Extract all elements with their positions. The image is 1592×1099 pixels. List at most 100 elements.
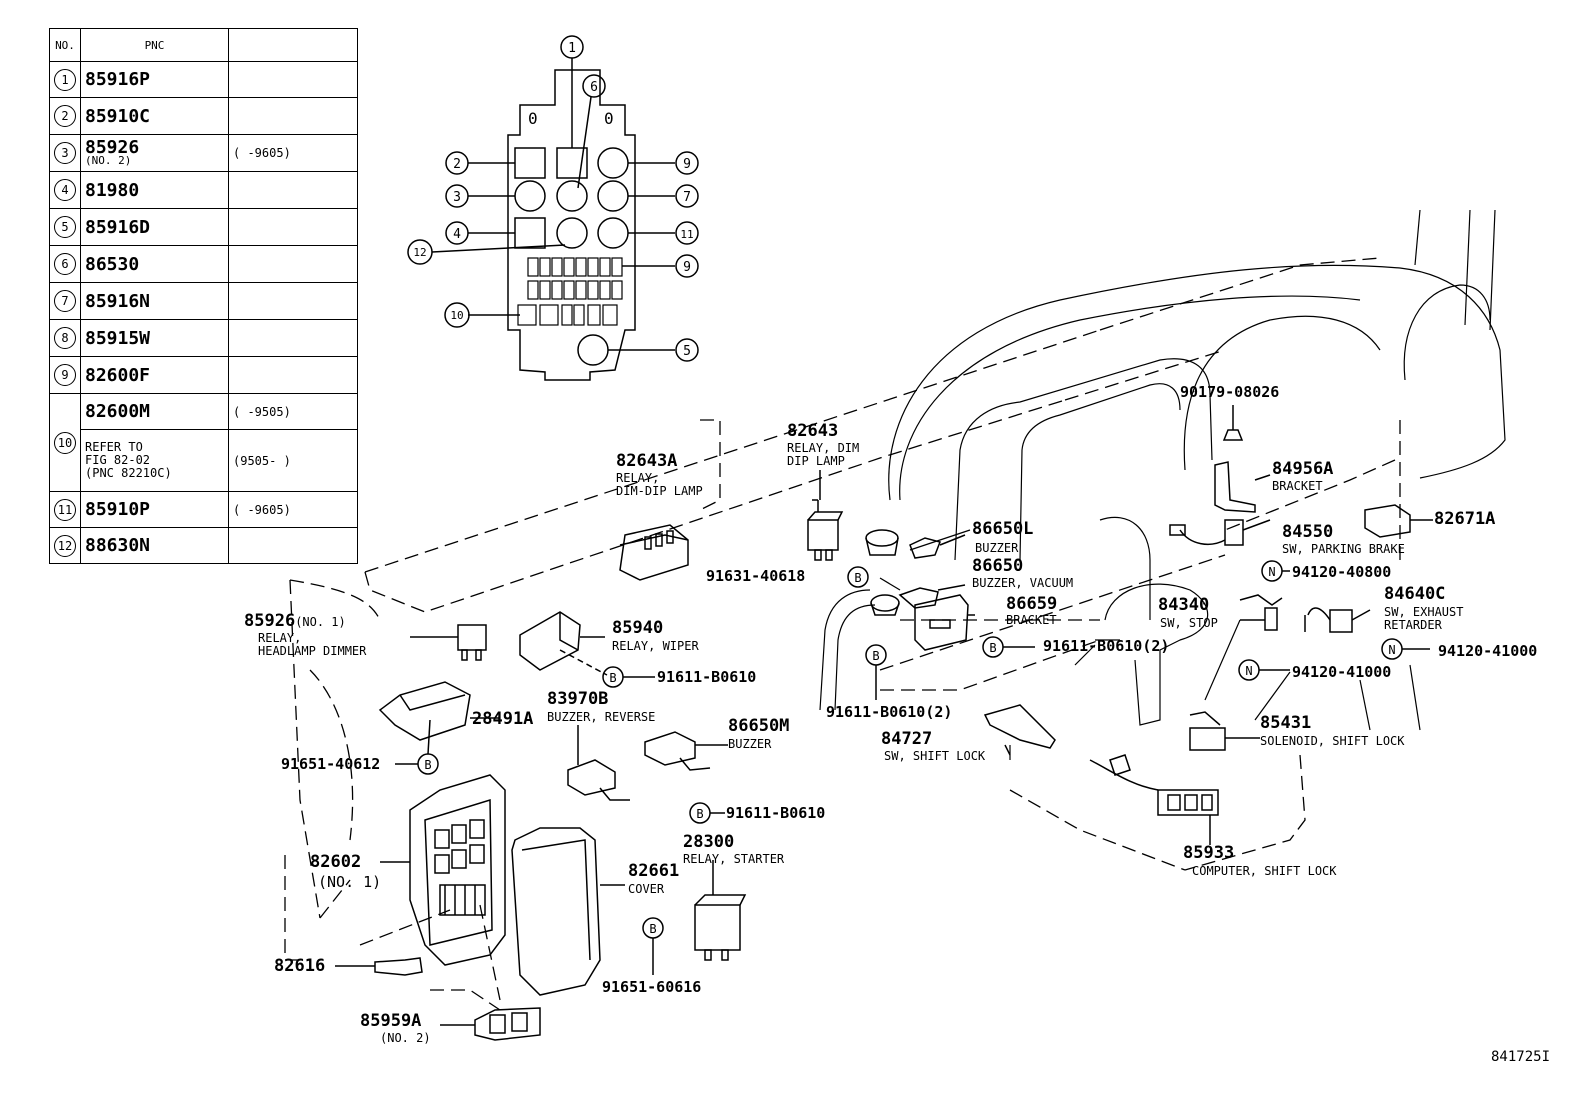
part-number-85933: 85933: [1183, 843, 1235, 863]
part-number-82643A: 82643A: [616, 451, 678, 471]
part-number-85926-sub: (NO. 1): [295, 615, 346, 629]
part-number-91651-40612: 91651-40612: [281, 755, 381, 773]
part-28300-drawing: [694, 860, 747, 961]
remark-value: (9505- ): [228, 429, 358, 492]
table-row: 2 85910C: [49, 97, 358, 135]
part-84340-drawing: [1239, 594, 1283, 631]
pnc-value: 85926: [85, 137, 140, 158]
part-85431-drawing: [1189, 711, 1260, 751]
part-desc-84956A: BRACKET: [1272, 479, 1323, 493]
part-82643A-drawing: [619, 524, 689, 581]
bolt-marker: B: [649, 922, 656, 936]
callout-9-lower: 9: [683, 260, 691, 275]
row-number: 10: [54, 431, 76, 454]
part-desc-84640C: SW, EXHAUST RETARDER: [1384, 605, 1464, 632]
part-sub-82602: (NO. 1): [318, 873, 382, 891]
row-number: 3: [54, 142, 76, 164]
table-row: 5 85916D: [49, 208, 358, 246]
callout-6: 6: [590, 80, 598, 95]
row-number: 5: [54, 216, 76, 238]
bolt-marker: B: [989, 641, 996, 655]
bolt-marker: B: [696, 807, 703, 821]
part-82616-drawing: [335, 957, 423, 976]
part-number-28491A: 28491A: [472, 709, 534, 729]
refer-line: (PNC 82210C): [85, 466, 172, 480]
part-number-85959A: 85959A: [360, 1011, 422, 1031]
part-85940-drawing: [519, 611, 608, 676]
part-desc-86650L: BUZZER: [975, 541, 1019, 555]
part-90179-drawing: [1222, 405, 1244, 441]
part-number-83970B: 83970B: [547, 689, 609, 709]
row-number: 7: [54, 290, 76, 312]
part-desc-86650M: BUZZER: [728, 737, 772, 751]
part-desc-84727: SW, SHIFT LOCK: [884, 749, 986, 763]
row-number: 6: [54, 253, 76, 275]
part-number-84640C: 84640C: [1384, 584, 1446, 604]
row-number: 2: [54, 105, 76, 127]
part-82602-drawing: [380, 774, 506, 966]
pnc-value: 85910P: [80, 491, 229, 528]
remark-value: [228, 527, 358, 564]
part-desc-84340: SW, STOP: [1160, 616, 1218, 630]
part-desc-84550: SW, PARKING BRAKE: [1282, 542, 1405, 556]
relay-block-zero: 0: [528, 109, 538, 128]
part-number-28300: 28300: [683, 832, 735, 852]
part-number-94120-40800: 94120-40800: [1292, 563, 1392, 581]
part-desc-82643A: RELAY, DIM-DIP LAMP: [616, 471, 703, 498]
callout-4: 4: [453, 227, 461, 242]
bolt-marker: B: [424, 758, 431, 772]
row-number: 8: [54, 327, 76, 349]
part-number-84727: 84727: [881, 729, 933, 749]
nut-marker: N: [1268, 565, 1275, 579]
part-number-86659: 86659: [1006, 594, 1058, 614]
part-number-85940: 85940: [612, 618, 664, 638]
part-number-85926-code: 85926: [244, 611, 296, 631]
pnc-table: NO. PNC 1 85916P 2 85910C 3 85926(NO. 2)…: [49, 28, 358, 564]
callout-5: 5: [683, 344, 691, 359]
part-sub-85959A: (NO. 2): [380, 1031, 431, 1045]
table-row: 6 86530: [49, 245, 358, 283]
relay-block: 0 0: [431, 58, 675, 381]
col-header-pnc: PNC: [80, 28, 229, 62]
part-number-90179-08026: 90179-08026: [1180, 383, 1280, 401]
remark-value: ( -9505): [228, 393, 358, 430]
pnc-value: 85910C: [80, 97, 229, 135]
table-row: 7 85916N: [49, 282, 358, 320]
part-86659-drawing: [914, 594, 975, 651]
part-number-84550: 84550: [1282, 522, 1334, 542]
callout-7: 7: [683, 190, 691, 205]
part-number-84340: 84340: [1158, 595, 1210, 615]
part-number-82616: 82616: [274, 956, 326, 976]
part-desc-83970B: BUZZER, REVERSE: [547, 710, 656, 724]
part-desc-85933: COMPUTER, SHIFT LOCK: [1192, 864, 1337, 878]
table-row: 4 81980: [49, 171, 358, 209]
part-number-86650M: 86650M: [728, 716, 790, 736]
nut-marker: N: [1388, 643, 1395, 657]
part-number-82661: 82661: [628, 861, 680, 881]
part-number-91631-40618: 91631-40618: [706, 567, 806, 585]
leader-lines: [879, 529, 1421, 760]
part-desc-85431: SOLENOID, SHIFT LOCK: [1260, 734, 1405, 748]
part-desc-86659: BRACKET: [1006, 613, 1057, 627]
part-82643-drawing: [807, 470, 844, 561]
part-number-91611-B0610-b: 91611-B0610: [726, 804, 826, 822]
table-row: REFER TO FIG 82-02 (PNC 82210C) (9505- ): [50, 429, 358, 492]
part-desc-82661: COVER: [628, 882, 665, 896]
part-86650M-drawing: [644, 731, 728, 771]
table-row: 10 82600M ( -9505): [49, 393, 358, 492]
part-desc-85926: RELAY, HEADLAMP DIMMER: [258, 631, 367, 658]
pnc-sub: (NO. 2): [85, 154, 132, 167]
row-number: 9: [54, 364, 76, 386]
pnc-value: 82600M: [80, 393, 229, 430]
part-82671A-drawing: [1364, 504, 1433, 538]
col-header-remark: [228, 28, 358, 62]
part-84956A-drawing: [1214, 461, 1271, 513]
relay-block-callouts: 1 2 3 4 5 6 7 9 11 12 9 10: [407, 35, 699, 362]
pnc-value: 81980: [80, 171, 229, 209]
bolt-marker: B: [609, 671, 616, 685]
refer-line: REFER TO: [85, 440, 143, 454]
table-row: 9 82600F: [49, 356, 358, 394]
callout-2: 2: [453, 157, 461, 172]
row-number: 1: [54, 68, 76, 91]
table-row: 11 85910P ( -9605): [49, 491, 358, 528]
